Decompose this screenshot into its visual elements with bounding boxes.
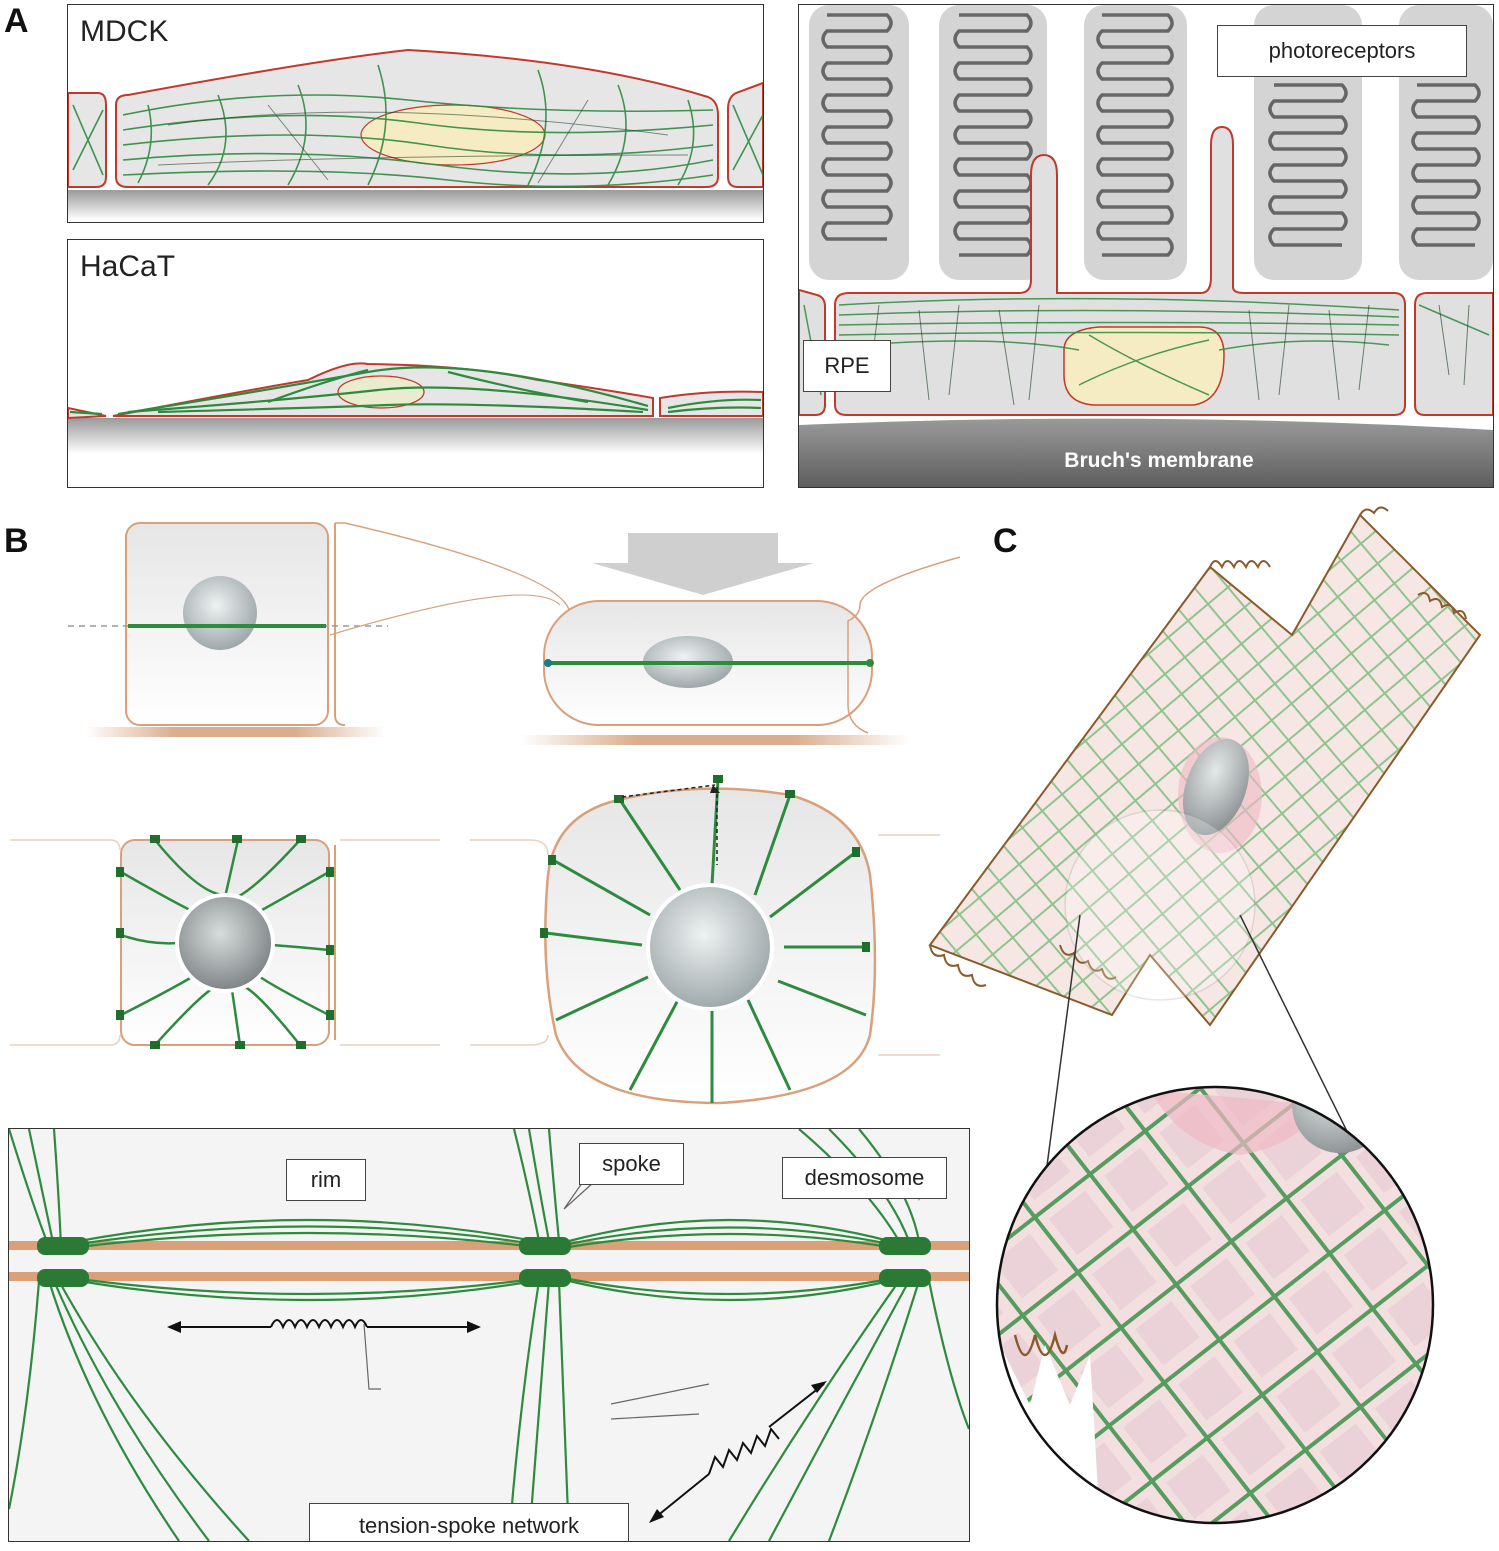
- spoke-label: spoke: [579, 1143, 684, 1185]
- tension-spoke-box: rim spoke desmosome tension-spoke networ…: [8, 1128, 970, 1542]
- bruch-label: Bruch's membrane: [1064, 449, 1253, 472]
- mdck-illustration: [68, 5, 763, 222]
- panel-letter-a: A: [4, 2, 29, 41]
- cell-upright-top-view: [10, 835, 440, 1049]
- rim-label: rim: [286, 1159, 366, 1201]
- cell-compressed-top-view: [470, 775, 940, 1103]
- tension-spoke-network-label: tension-spoke network: [309, 1503, 629, 1542]
- panel-c-illustration: [920, 505, 1499, 1545]
- cell-compressed-side-view: [330, 533, 960, 745]
- panel-b-cells: [0, 515, 980, 1115]
- rim-tension-arrow: [169, 1320, 479, 1327]
- hacat-label: HaCaT: [80, 250, 175, 284]
- rpe-illustration: Bruch's membrane: [799, 5, 1493, 487]
- spoke-tension-arrow: [651, 1384, 824, 1521]
- rpe-box: Bruch's membrane photoreceptors RPE: [798, 4, 1494, 488]
- mdck-label: MDCK: [80, 15, 168, 49]
- cell-upright-side-view: [68, 523, 570, 737]
- hacat-box: HaCaT: [67, 239, 764, 488]
- mdck-box: MDCK: [67, 4, 764, 223]
- rpe-label: RPE: [803, 340, 891, 392]
- photoreceptors-label: photoreceptors: [1217, 25, 1467, 77]
